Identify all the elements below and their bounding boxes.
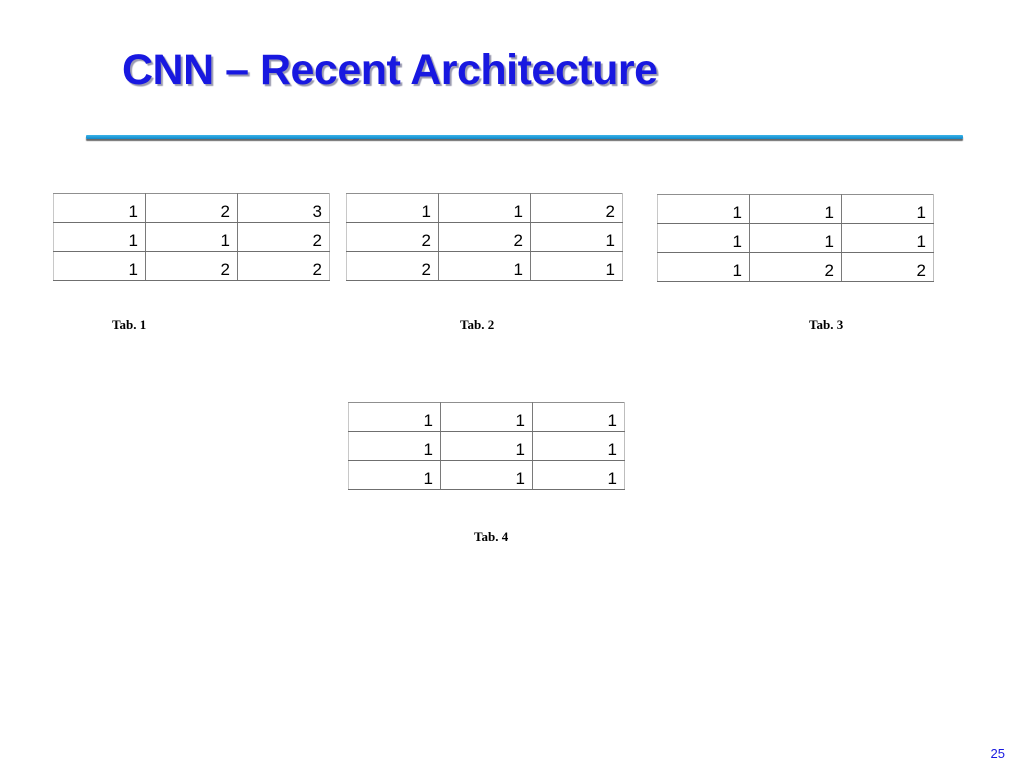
table-cell: 1 [841, 194, 934, 224]
table-row: 1 1 2 [346, 193, 623, 223]
table-cell: 1 [53, 222, 146, 252]
table-cell: 1 [348, 460, 441, 490]
table-cell: 1 [53, 193, 146, 223]
table-row: 1 1 1 [657, 194, 934, 224]
table-row: 2 2 1 [346, 222, 623, 252]
table-1-caption: Tab. 1 [112, 317, 147, 332]
table-cell: 1 [749, 223, 842, 253]
table-cell: 1 [657, 194, 750, 224]
table-cell: 2 [438, 222, 531, 252]
table-cell: 1 [440, 460, 533, 490]
table-row: 1 1 1 [348, 431, 625, 461]
table-row: 1 2 3 [53, 193, 330, 223]
table-cell: 1 [53, 251, 146, 281]
table-cell: 1 [440, 431, 533, 461]
table-cell: 1 [657, 252, 750, 282]
table-4: 1 1 1 1 1 1 1 1 1 [348, 402, 625, 490]
title-underline [86, 135, 963, 139]
table-cell: 1 [438, 251, 531, 281]
table-cell: 2 [237, 251, 330, 281]
table-cell: 1 [657, 223, 750, 253]
table-1: 1 2 3 1 1 2 1 2 2 [53, 193, 330, 281]
table-cell: 1 [841, 223, 934, 253]
table-2: 1 1 2 2 2 1 2 1 1 [346, 193, 623, 281]
page-number: 25 [990, 746, 1005, 761]
table-row: 1 1 1 [348, 402, 625, 432]
table-cell: 1 [530, 251, 623, 281]
table-cell: 1 [348, 402, 441, 432]
table-cell: 2 [346, 222, 439, 252]
table-row: 1 1 1 [348, 460, 625, 490]
table-3-caption: Tab. 3 [809, 317, 844, 332]
table-3: 1 1 1 1 1 1 1 2 2 [657, 194, 934, 282]
table-cell: 2 [237, 222, 330, 252]
table-cell: 1 [346, 193, 439, 223]
table-cell: 1 [532, 460, 625, 490]
table-cell: 2 [346, 251, 439, 281]
table-cell: 1 [749, 194, 842, 224]
table-cell: 1 [145, 222, 238, 252]
table-2-caption: Tab. 2 [460, 317, 495, 332]
table-cell: 2 [749, 252, 842, 282]
table-cell: 2 [145, 193, 238, 223]
table-cell: 1 [438, 193, 531, 223]
table-cell: 1 [530, 222, 623, 252]
table-cell: 2 [145, 251, 238, 281]
slide-title: CNN – Recent Architecture [122, 46, 658, 94]
table-row: 2 1 1 [346, 251, 623, 281]
table-row: 1 2 2 [53, 251, 330, 281]
table-row: 1 2 2 [657, 252, 934, 282]
table-4-caption: Tab. 4 [474, 529, 509, 544]
table-cell: 2 [841, 252, 934, 282]
table-cell: 2 [530, 193, 623, 223]
table-cell: 1 [348, 431, 441, 461]
table-cell: 3 [237, 193, 330, 223]
table-cell: 1 [440, 402, 533, 432]
table-cell: 1 [532, 431, 625, 461]
table-row: 1 1 1 [657, 223, 934, 253]
table-cell: 1 [532, 402, 625, 432]
table-row: 1 1 2 [53, 222, 330, 252]
